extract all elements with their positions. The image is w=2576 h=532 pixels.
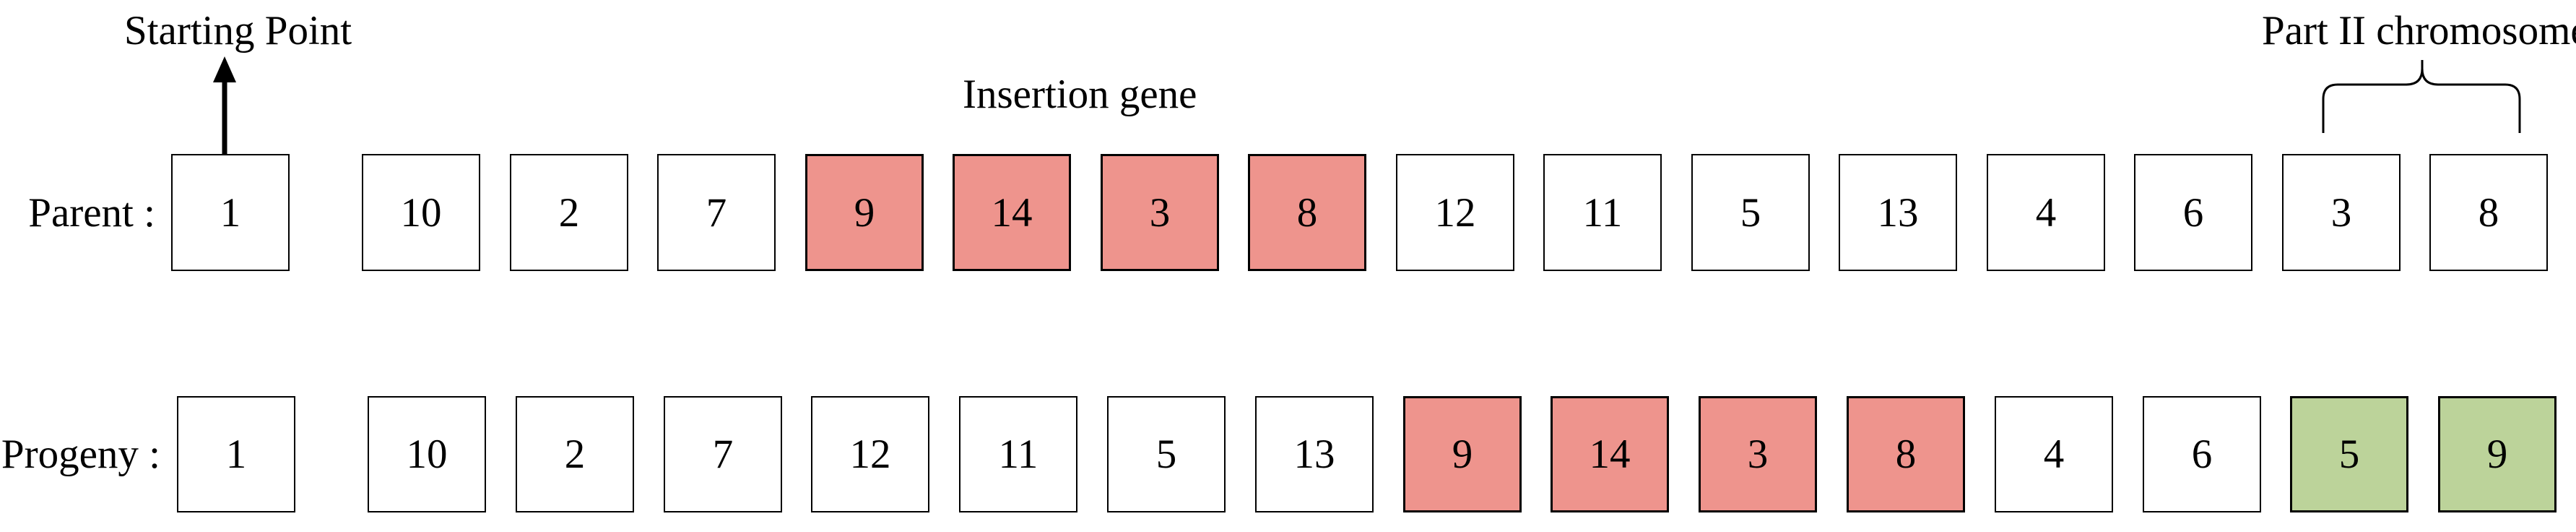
progeny-gene-box-13: 4 (1995, 396, 2113, 512)
parent-gene-box-9: 12 (1396, 154, 1514, 271)
parent-gene-box-14: 6 (2134, 154, 2252, 271)
progeny-gene-box-1: 1 (177, 396, 295, 512)
parent-gene-box-5: 9 (805, 154, 924, 271)
parent-gene-box-16: 8 (2429, 154, 2548, 271)
parent-gene-box-2: 10 (362, 154, 480, 271)
progeny-gene-box-6: 11 (959, 396, 1077, 512)
parent-row-label: Parent : (28, 189, 155, 236)
progeny-gene-box-5: 12 (811, 396, 929, 512)
parent-gene-box-6: 14 (953, 154, 1071, 271)
progeny-gene-box-8: 13 (1255, 396, 1374, 512)
parent-gene-box-10: 11 (1543, 154, 1662, 271)
parent-gene-box-7: 3 (1101, 154, 1219, 271)
parent-gene-box-4: 7 (657, 154, 776, 271)
starting-point-label: Starting Point (124, 8, 352, 53)
parent-gene-box-3: 2 (510, 154, 628, 271)
progeny-gene-box-14: 6 (2143, 396, 2261, 512)
progeny-gene-box-12: 8 (1847, 396, 1965, 512)
up-arrow-icon (213, 56, 236, 154)
progeny-gene-box-2: 10 (368, 396, 486, 512)
progeny-gene-box-16: 9 (2438, 396, 2557, 512)
parent-gene-box-11: 5 (1691, 154, 1810, 271)
progeny-row-label: Progeny : (1, 432, 160, 477)
progeny-gene-box-11: 3 (1699, 396, 1817, 512)
parent-gene-box-15: 3 (2282, 154, 2401, 271)
parent-gene-box-8: 8 (1248, 154, 1366, 271)
parent-gene-box-1: 1 (171, 154, 290, 271)
parent-gene-box-13: 4 (1987, 154, 2105, 271)
curly-brace-icon (2322, 60, 2521, 133)
insertion-gene-label: Insertion gene (963, 72, 1197, 117)
part2-chromosome-label: Part II chromosome (2262, 8, 2576, 53)
parent-gene-box-12: 13 (1839, 154, 1957, 271)
progeny-gene-box-9: 9 (1403, 396, 1522, 512)
progeny-gene-box-3: 2 (516, 396, 634, 512)
progeny-gene-box-10: 14 (1551, 396, 1669, 512)
progeny-gene-box-15: 5 (2290, 396, 2408, 512)
progeny-gene-box-7: 5 (1107, 396, 1226, 512)
progeny-gene-box-4: 7 (664, 396, 782, 512)
